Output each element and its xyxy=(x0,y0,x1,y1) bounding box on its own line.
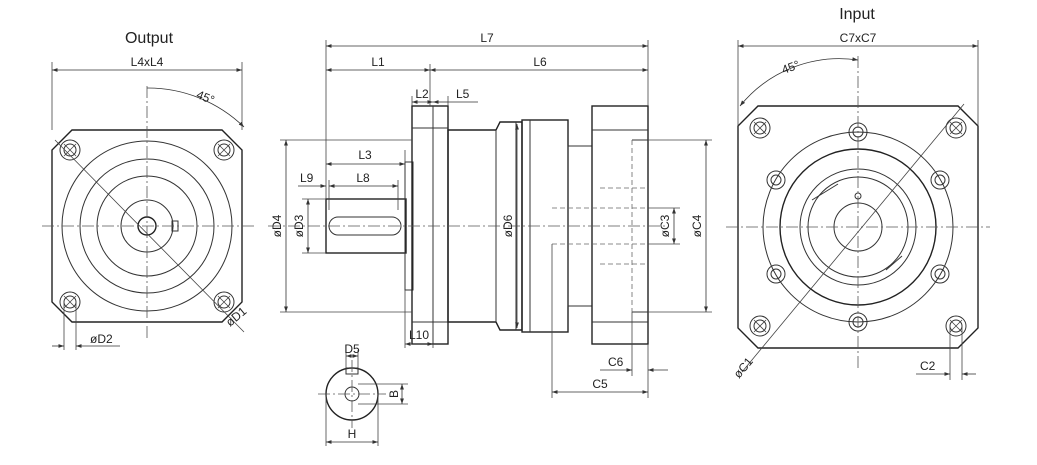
dim-L6: L6 xyxy=(533,55,547,69)
dim-L7: L7 xyxy=(480,31,494,45)
dim-L8: L8 xyxy=(356,171,370,185)
dim-D4: øD4 xyxy=(270,214,284,237)
input-flange-outline xyxy=(737,105,979,349)
dim-D6: øD6 xyxy=(501,214,515,237)
input-view: Input C7xC xyxy=(726,6,990,381)
dim-C7xC7: C7xC7 xyxy=(840,31,877,45)
dim-H: H xyxy=(348,427,357,441)
dim-C5: C5 xyxy=(592,377,608,391)
dim-L5: L5 xyxy=(456,87,470,101)
side-output-shaft xyxy=(325,198,407,254)
dim-C3: øC3 xyxy=(658,214,672,237)
side-input-flange xyxy=(591,105,649,345)
input-clamp-slot xyxy=(811,183,903,271)
output-title: Output xyxy=(125,30,174,47)
dim-D5: D5 xyxy=(344,342,360,356)
side-view: L7 L1 L6 L2 L5 L3 L9 L8 øD4 øD3 xyxy=(268,31,712,398)
dim-L10: L10 xyxy=(409,328,429,342)
dim-angle-input: 45° xyxy=(780,57,802,76)
dim-L4xL4: L4xL4 xyxy=(131,55,164,69)
dim-L9: L9 xyxy=(300,171,314,185)
output-view: Output L4xL4 45° xyxy=(42,30,255,350)
dim-L3: L3 xyxy=(358,148,372,162)
dim-B: B xyxy=(387,390,401,398)
input-title: Input xyxy=(839,6,875,23)
dim-D3: øD3 xyxy=(292,214,306,237)
dim-angle-output: 45° xyxy=(194,87,216,107)
output-flange-outline xyxy=(51,129,243,323)
side-hidden-bore xyxy=(552,140,648,312)
dim-C2: C2 xyxy=(920,359,936,373)
dim-C1: øC1 xyxy=(731,354,757,381)
dim-L2: L2 xyxy=(415,87,429,101)
side-output-flange xyxy=(411,105,449,345)
dim-D2: øD2 xyxy=(90,332,113,346)
dim-L1: L1 xyxy=(371,55,385,69)
output-mounting-holes xyxy=(59,139,235,313)
input-corner-holes xyxy=(749,117,967,337)
dim-C4: øC4 xyxy=(690,214,704,237)
side-keyway xyxy=(328,216,402,236)
shaft-section: D5 H B xyxy=(318,342,408,446)
dim-C6: C6 xyxy=(608,355,624,369)
